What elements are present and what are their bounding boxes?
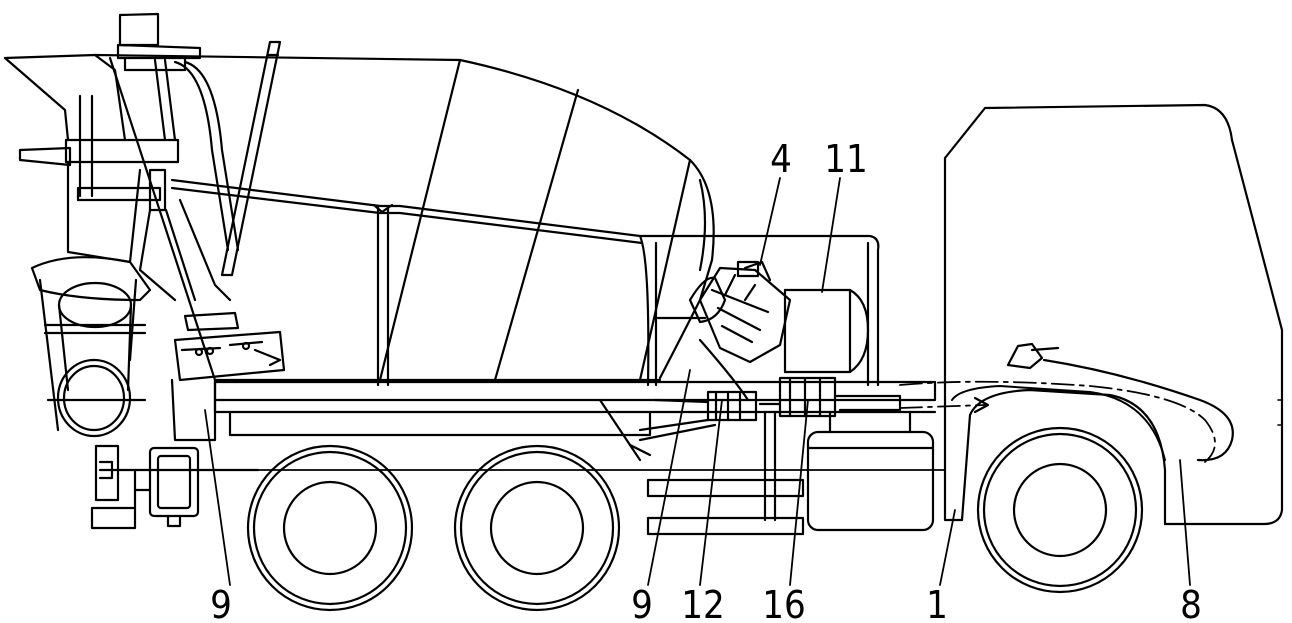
water-tank bbox=[783, 288, 870, 374]
rear-ladder bbox=[76, 58, 240, 302]
line-arrow bbox=[973, 396, 990, 414]
chassis-frame bbox=[90, 380, 946, 536]
tail-light bbox=[148, 446, 200, 528]
truck-cab bbox=[943, 103, 1284, 526]
callout-4: 4 bbox=[770, 137, 792, 181]
hydraulic-lines-dashed bbox=[899, 380, 1216, 463]
callout-1: 1 bbox=[926, 583, 948, 623]
callout-labels: 9 9 12 16 1 8 4 11 bbox=[210, 137, 1202, 623]
callout-8: 8 bbox=[1180, 583, 1202, 623]
hydraulic-pump bbox=[628, 376, 902, 457]
rear-pedestal bbox=[170, 311, 286, 442]
front-wheel bbox=[976, 426, 1144, 594]
callout-16: 16 bbox=[762, 583, 806, 623]
hydraulic-hose bbox=[698, 338, 750, 402]
hopper bbox=[3, 12, 202, 264]
callout-9-rear: 9 bbox=[210, 583, 232, 623]
rear-lamp-bracket bbox=[94, 444, 120, 502]
rear-wheel-2 bbox=[453, 444, 621, 612]
rear-wheel-1 bbox=[246, 444, 414, 612]
handrail bbox=[170, 178, 880, 387]
leader-lines bbox=[204, 177, 1191, 586]
rear-stand-post bbox=[220, 40, 282, 277]
discharge-chute bbox=[30, 256, 152, 438]
callout-11: 11 bbox=[824, 137, 868, 181]
callout-9-mid: 9 bbox=[631, 583, 653, 623]
gearbox bbox=[688, 260, 792, 364]
callout-12: 12 bbox=[681, 583, 725, 623]
